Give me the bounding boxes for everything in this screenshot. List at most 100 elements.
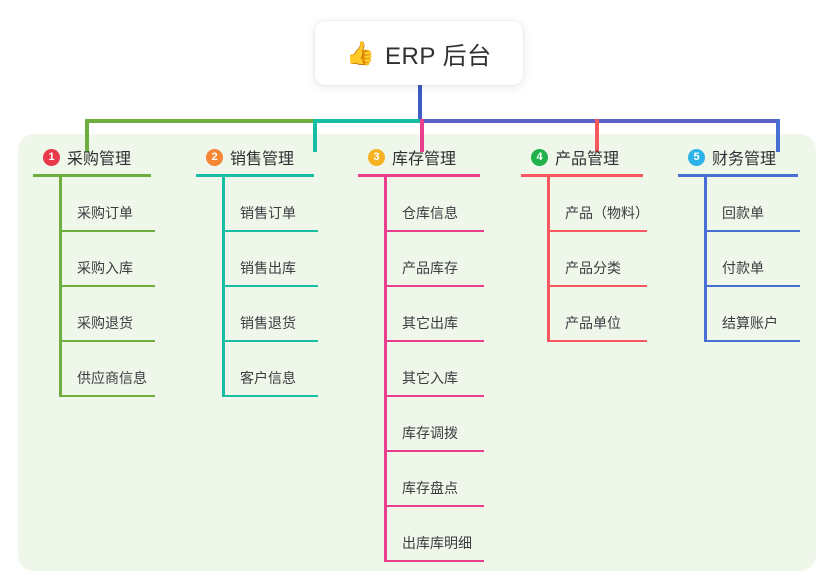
branch-column-5: 5 财务管理回款单付款单结算账户 bbox=[678, 145, 823, 342]
leaf-item[interactable]: 库存盘点 bbox=[384, 452, 513, 507]
leaf-item-underline bbox=[384, 395, 484, 397]
leaf-item[interactable]: 采购退货 bbox=[59, 287, 183, 342]
branch-trunk-3 bbox=[384, 177, 387, 562]
leaf-item-label: 产品分类 bbox=[565, 260, 621, 276]
leaf-item-label: 出库库明细 bbox=[402, 535, 472, 551]
branch-title-5: 财务管理 bbox=[712, 151, 777, 168]
leaf-item-underline bbox=[547, 285, 647, 287]
branch-column-1: 1 采购管理采购订单采购入库采购退货供应商信息 bbox=[33, 145, 183, 397]
branch-items-2: 销售订单销售出库销售退货客户信息 bbox=[196, 177, 346, 397]
branch-column-2: 2 销售管理销售订单销售出库销售退货客户信息 bbox=[196, 145, 346, 397]
leaf-item[interactable]: 结算账户 bbox=[704, 287, 823, 342]
leaf-item-underline bbox=[59, 395, 155, 397]
leaf-item-label: 结算账户 bbox=[722, 315, 778, 331]
leaf-item[interactable]: 采购入库 bbox=[59, 232, 183, 287]
leaf-item-label: 其它出库 bbox=[402, 315, 458, 331]
leaf-item[interactable]: 销售订单 bbox=[222, 177, 346, 232]
branch-badge-5: 5 bbox=[688, 148, 705, 166]
leaf-item[interactable]: 产品单位 bbox=[547, 287, 671, 342]
bus-segment-left bbox=[85, 119, 313, 123]
leaf-item-underline bbox=[59, 230, 155, 232]
branch-items-1: 采购订单采购入库采购退货供应商信息 bbox=[33, 177, 183, 397]
leaf-item-underline bbox=[59, 340, 155, 342]
branch-underline-1 bbox=[33, 174, 151, 177]
leaf-item-underline bbox=[384, 340, 484, 342]
branch-underline-5 bbox=[678, 174, 798, 177]
branch-items-5: 回款单付款单结算账户 bbox=[678, 177, 823, 342]
leaf-item-label: 采购退货 bbox=[77, 315, 133, 331]
leaf-item[interactable]: 供应商信息 bbox=[59, 342, 183, 397]
leaf-item-underline bbox=[222, 340, 318, 342]
leaf-item[interactable]: 出库库明细 bbox=[384, 507, 513, 562]
branch-badge-1: 1 bbox=[43, 148, 60, 166]
branch-badge-2: 2 bbox=[206, 148, 223, 166]
leaf-item-underline bbox=[704, 285, 800, 287]
leaf-item[interactable]: 产品库存 bbox=[384, 232, 513, 287]
branch-trunk-4 bbox=[547, 177, 550, 342]
leaf-item[interactable]: 产品分类 bbox=[547, 232, 671, 287]
leaf-item[interactable]: 客户信息 bbox=[222, 342, 346, 397]
leaf-item[interactable]: 库存调拨 bbox=[384, 397, 513, 452]
leaf-item[interactable]: 付款单 bbox=[704, 232, 823, 287]
leaf-item-underline bbox=[384, 230, 484, 232]
branch-badge-3: 3 bbox=[368, 148, 385, 166]
leaf-item-underline bbox=[547, 230, 647, 232]
branch-underline-3 bbox=[358, 174, 480, 177]
root-node-card[interactable]: 👍 ERP 后台 bbox=[315, 21, 523, 85]
drop-line-4 bbox=[595, 119, 599, 152]
leaf-item-underline bbox=[384, 505, 484, 507]
leaf-item-underline bbox=[222, 395, 318, 397]
leaf-item-label: 销售退货 bbox=[240, 315, 296, 331]
leaf-item-label: 其它入库 bbox=[402, 370, 458, 386]
leaf-item-underline bbox=[704, 230, 800, 232]
branch-trunk-1 bbox=[59, 177, 62, 397]
leaf-item[interactable]: 产品（物料） bbox=[547, 177, 671, 232]
thumbs-up-icon: 👍 bbox=[346, 39, 376, 66]
leaf-item-underline bbox=[59, 285, 155, 287]
bus-segment-mid bbox=[313, 119, 420, 123]
leaf-item-underline bbox=[384, 285, 484, 287]
leaf-item-label: 供应商信息 bbox=[77, 370, 147, 386]
leaf-item[interactable]: 销售退货 bbox=[222, 287, 346, 342]
leaf-item-label: 产品（物料） bbox=[565, 205, 649, 221]
leaf-item-label: 采购订单 bbox=[77, 205, 133, 221]
leaf-item-label: 产品单位 bbox=[565, 315, 621, 331]
leaf-item[interactable]: 仓库信息 bbox=[384, 177, 513, 232]
branch-title-1: 采购管理 bbox=[67, 151, 132, 168]
leaf-item-underline bbox=[222, 285, 318, 287]
leaf-item-label: 回款单 bbox=[722, 205, 764, 221]
branch-header-5[interactable]: 5 财务管理 bbox=[678, 145, 823, 169]
branch-items-4: 产品（物料） 产品分类产品单位 bbox=[521, 177, 671, 342]
leaf-item[interactable]: 回款单 bbox=[704, 177, 823, 232]
branch-header-1[interactable]: 1 采购管理 bbox=[33, 145, 183, 169]
branch-header-2[interactable]: 2 销售管理 bbox=[196, 145, 346, 169]
leaf-item[interactable]: 其它入库 bbox=[384, 342, 513, 397]
drop-line-2 bbox=[313, 119, 317, 152]
leaf-item-label: 客户信息 bbox=[240, 370, 296, 386]
leaf-item-label: 产品库存 bbox=[402, 260, 458, 276]
leaf-item[interactable]: 采购订单 bbox=[59, 177, 183, 232]
drop-line-5 bbox=[776, 119, 780, 152]
leaf-item-underline bbox=[384, 560, 484, 562]
branch-items-3: 仓库信息产品库存其它出库其它入库库存调拨库存盘点出库库明细 bbox=[358, 177, 513, 562]
leaf-item-label: 采购入库 bbox=[77, 260, 133, 276]
leaf-item-underline bbox=[704, 340, 800, 342]
branch-title-4: 产品管理 bbox=[555, 151, 620, 168]
leaf-item[interactable]: 其它出库 bbox=[384, 287, 513, 342]
leaf-item-underline bbox=[222, 230, 318, 232]
leaf-item-label: 仓库信息 bbox=[402, 205, 458, 221]
leaf-item-label: 销售出库 bbox=[240, 260, 296, 276]
leaf-item-label: 库存盘点 bbox=[402, 480, 458, 496]
leaf-item[interactable]: 销售出库 bbox=[222, 232, 346, 287]
leaf-item-label: 付款单 bbox=[722, 260, 764, 276]
branch-title-2: 销售管理 bbox=[230, 151, 295, 168]
leaf-item-label: 销售订单 bbox=[240, 205, 296, 221]
root-stem-line bbox=[418, 85, 422, 120]
leaf-item-underline bbox=[547, 340, 647, 342]
root-node-title: ERP 后台 bbox=[385, 42, 492, 70]
